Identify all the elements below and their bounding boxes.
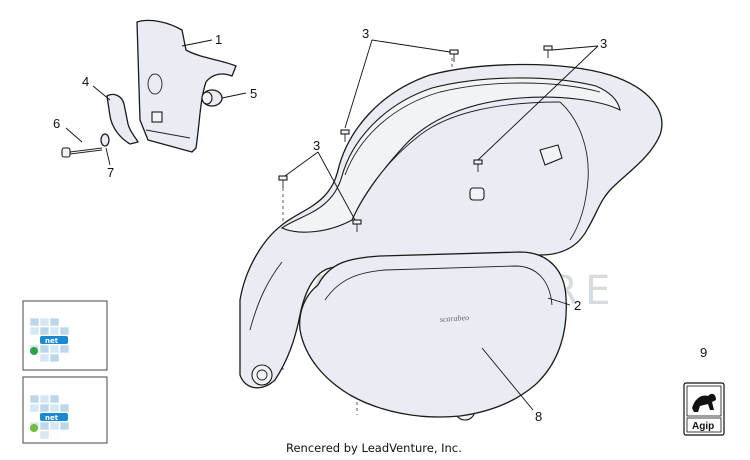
callout-6: 6 bbox=[53, 116, 60, 131]
side-panel: scarabeo bbox=[299, 251, 567, 418]
bracket-part-1 bbox=[136, 19, 237, 153]
callout-7: 7 bbox=[107, 165, 114, 180]
oil-logo-part-9: Agip bbox=[683, 382, 725, 436]
clip-part-4 bbox=[106, 93, 139, 145]
logo-wordmark: Agip bbox=[692, 421, 714, 432]
callout-3-middle: 3 bbox=[313, 138, 320, 153]
washer-part-7 bbox=[100, 133, 110, 147]
brand-lettering: scarabeo bbox=[440, 313, 470, 324]
callout-9: 9 bbox=[700, 345, 707, 360]
kit-box-11: net bbox=[22, 300, 108, 371]
callout-1: 1 bbox=[215, 32, 222, 47]
kit-10-grid-icon: net bbox=[29, 394, 70, 440]
callout-2: 2 bbox=[574, 298, 581, 313]
footer-caption: Rencered by LeadVenture, Inc. bbox=[286, 441, 462, 455]
kit-box-10: net bbox=[22, 376, 108, 444]
callout-5: 5 bbox=[250, 86, 257, 101]
callout-8: 8 bbox=[535, 409, 542, 424]
callout-3-top-left: 3 bbox=[362, 26, 369, 41]
callout-3-top-right: 3 bbox=[600, 36, 607, 51]
kit-11-grid-icon: net bbox=[29, 317, 70, 363]
plug-part-5 bbox=[201, 89, 223, 107]
leader-lines bbox=[65, 39, 599, 411]
kit-11-net-label: net bbox=[45, 337, 59, 345]
callout-4: 4 bbox=[82, 74, 89, 89]
six-legged-dog-icon bbox=[692, 393, 716, 412]
kit-10-net-label: net bbox=[45, 414, 59, 422]
screw-part-6 bbox=[61, 147, 103, 158]
